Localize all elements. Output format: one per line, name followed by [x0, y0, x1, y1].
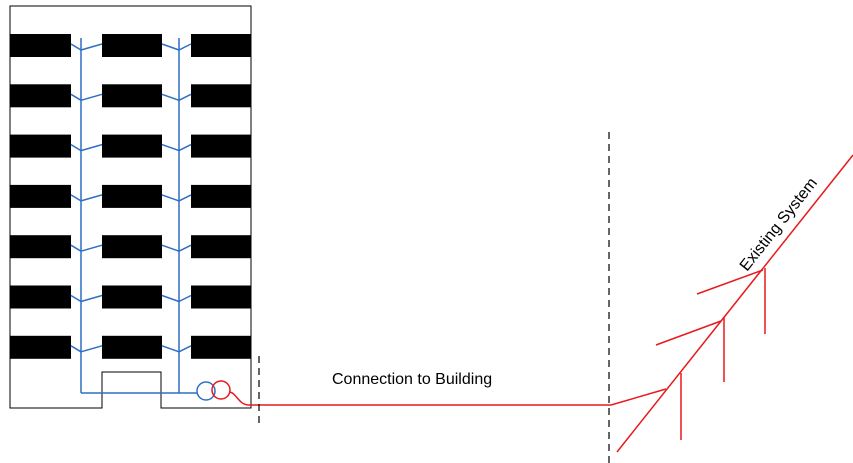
branch-center-window: [80, 43, 103, 51]
window: [102, 235, 162, 259]
window: [191, 285, 251, 309]
existing-main-line: [616, 154, 853, 453]
building-piping: [70, 38, 197, 394]
existing-system-network: [610, 154, 853, 453]
window: [10, 285, 71, 309]
window: [102, 184, 162, 208]
branch-right-window: [178, 93, 192, 101]
branch-2-upper: [696, 269, 764, 295]
branch-center-window: [161, 93, 180, 102]
window: [10, 184, 71, 208]
branch-left-window: [70, 244, 82, 252]
window: [10, 235, 71, 259]
branch-left-window: [70, 345, 82, 353]
window: [191, 84, 251, 108]
tie-in-branch: [610, 388, 667, 406]
window: [191, 184, 251, 208]
window: [10, 84, 71, 108]
branch-center-window: [80, 244, 103, 252]
window: [191, 235, 251, 259]
branch-left-window: [70, 143, 82, 152]
window: [102, 285, 162, 309]
branch-left-window: [70, 93, 82, 101]
window: [102, 134, 162, 158]
branch-center-window: [80, 345, 103, 353]
branch-center-window: [80, 194, 103, 202]
branch-center-window: [161, 143, 180, 152]
branch-right-window: [178, 345, 192, 353]
window: [191, 134, 251, 158]
window: [191, 34, 251, 57]
branch-center-window: [161, 43, 180, 51]
branch-left-window: [70, 294, 82, 303]
branch-center-window: [80, 143, 103, 152]
branch-1-upper: [655, 320, 722, 346]
window: [102, 34, 162, 57]
branch-right-window: [178, 143, 192, 152]
window: [10, 335, 71, 359]
red-meter-circle: [211, 380, 231, 400]
window: [102, 84, 162, 108]
branch-center-window: [161, 294, 180, 303]
building-windows: [10, 34, 251, 359]
connection-label: Connection to Building: [332, 371, 492, 388]
branch-left-window: [70, 43, 82, 51]
branch-right-window: [178, 194, 192, 202]
window: [102, 335, 162, 359]
branch-left-window: [70, 194, 82, 202]
branch-center-window: [80, 93, 103, 102]
existing-system-label: Existing System: [737, 175, 821, 275]
branch-center-window: [80, 294, 103, 303]
branch-right-window: [178, 43, 192, 51]
branch-right-window: [178, 294, 192, 303]
branch-center-window: [161, 345, 180, 353]
branch-right-window: [178, 244, 192, 252]
service-connection-pipe: [228, 391, 611, 406]
branch-center-window: [161, 194, 180, 202]
branch-center-window: [161, 244, 180, 252]
window: [10, 134, 71, 158]
blue-meter-circle: [196, 381, 216, 401]
window: [191, 335, 251, 359]
window: [10, 34, 71, 57]
building: [9, 5, 252, 409]
